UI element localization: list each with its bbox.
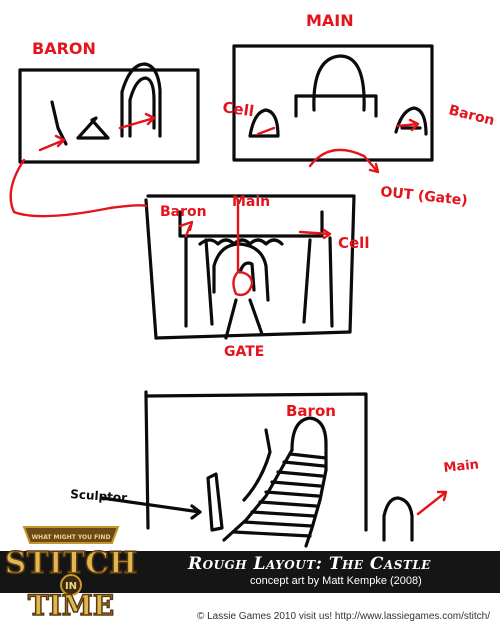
banner-credit: concept art by Matt Kempke (2008) xyxy=(250,575,422,587)
label-cell-left: Cell xyxy=(221,98,255,120)
logo-word-in: IN xyxy=(65,581,77,592)
label-baron-mid: Baron xyxy=(160,204,207,220)
staircase-room-sketch xyxy=(100,390,414,548)
label-main-mid: Main xyxy=(232,194,270,210)
room-baron-sketch xyxy=(18,62,200,164)
label-baron-right: Baron xyxy=(447,102,496,129)
title-banner: Rough Layout: The Castle concept art by … xyxy=(0,551,500,593)
label-main-bottom: Main xyxy=(443,457,480,476)
label-main-top: MAIN xyxy=(306,11,354,30)
label-sculptor: Sculptor xyxy=(70,487,128,505)
castle-gate-sketch xyxy=(144,194,356,340)
label-baron-top: BARON xyxy=(32,39,96,58)
logo-tagline: WHAT MIGHT YOU FIND xyxy=(32,534,111,541)
connection-arrows xyxy=(9,112,420,297)
label-out-gate: OUT (Gate) xyxy=(380,184,469,209)
room-main-sketch xyxy=(232,44,434,162)
label-cell-mid: Cell xyxy=(338,234,369,252)
label-baron-bottom: Baron xyxy=(286,402,336,420)
logo-word-time: TIME xyxy=(28,589,114,621)
banner-title: Rough Layout: The Castle xyxy=(188,554,431,574)
stitch-in-time-logo: WHAT MIGHT YOU FIND STITCH IN TIME xyxy=(4,526,138,621)
label-gate: GATE xyxy=(224,344,264,360)
copyright-footer: © Lassie Games 2010 visit us! http://www… xyxy=(196,611,490,622)
arrow-main-bottom xyxy=(416,490,448,516)
